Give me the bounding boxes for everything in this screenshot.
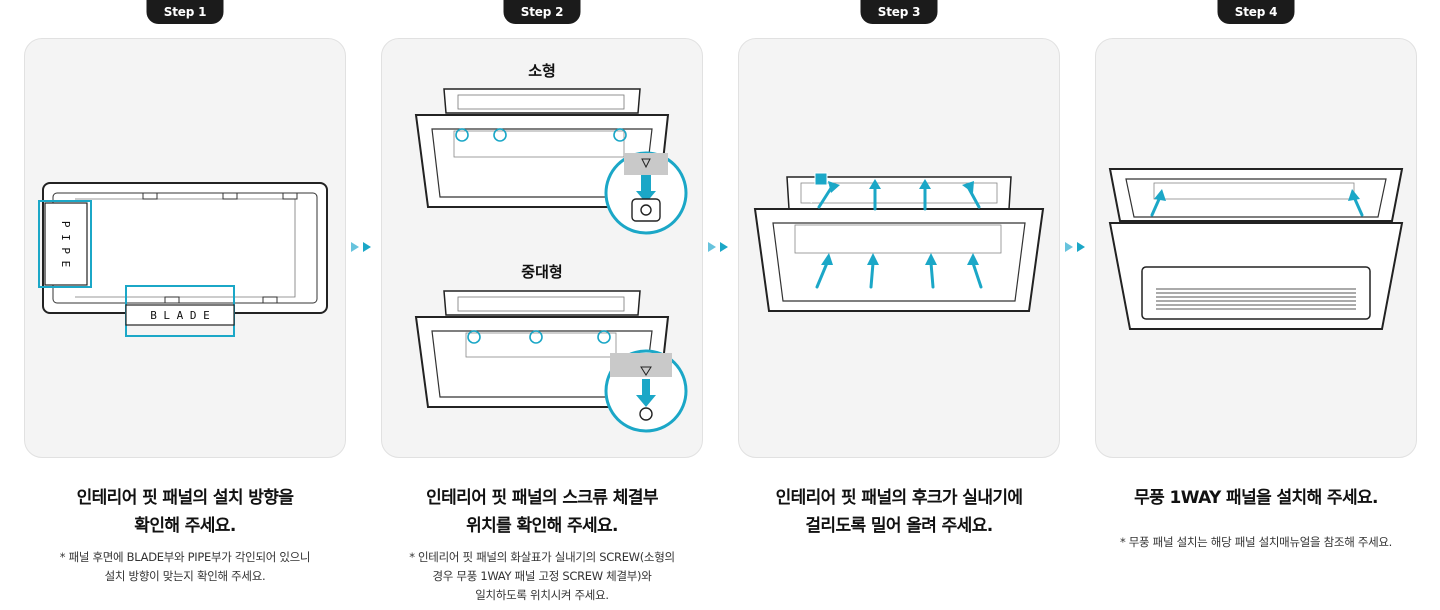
- step-4-illustration-card: [1095, 38, 1417, 458]
- step-1-title: 인테리어 핏 패널의 설치 방향을 확인해 주세요.: [76, 488, 294, 536]
- step-2-illustration-card: 소형 중대형: [381, 38, 703, 458]
- step-4-note: * 무풍 패널 설치는 해당 패널 설치매뉴얼을 참조해 주세요.: [1119, 535, 1393, 549]
- step-4-badge: Step 4: [1217, 0, 1295, 24]
- blade-label: B L A D E: [150, 309, 210, 322]
- step-1-illustration-card: P I P E B L A D E: [24, 38, 346, 458]
- pipe-label: P I P E: [59, 221, 72, 267]
- step-2-note: * 인테리어 핏 패널의 화살표가 실내기의 SCREW(소형의 경우 무풍 1…: [409, 550, 675, 602]
- step-4-title: 무풍 1WAY 패널을 설치해 주세요.: [1134, 488, 1378, 508]
- step-3-badge: Step 3: [860, 0, 938, 24]
- medium-large-size-label: 중대형: [521, 263, 562, 281]
- double-chevron-right-icon: [708, 242, 728, 252]
- screw-position-diagram: 소형 중대형: [414, 62, 688, 433]
- step-1-badge: Step 1: [146, 0, 224, 24]
- hook-push-diagram: [753, 172, 1045, 312]
- step-3-title: 인테리어 핏 패널의 후크가 실내기에 걸리도록 밀어 올려 주세요.: [775, 488, 1023, 536]
- step-1-note: * 패널 후면에 BLADE부와 PIPE부가 각인되어 있으니 설치 방향이 …: [59, 550, 311, 583]
- wind-free-panel-diagram: [1108, 168, 1404, 330]
- step-2-title: 인테리어 핏 패널의 스크류 체결부 위치를 확인해 주세요.: [426, 488, 658, 536]
- panel-rear-diagram: P I P E B L A D E: [38, 182, 328, 337]
- small-size-label: 소형: [528, 62, 556, 80]
- double-chevron-right-icon: [351, 242, 371, 252]
- double-chevron-right-icon: [1065, 242, 1085, 252]
- step-2-badge: Step 2: [503, 0, 581, 24]
- step-3-illustration-card: [738, 38, 1060, 458]
